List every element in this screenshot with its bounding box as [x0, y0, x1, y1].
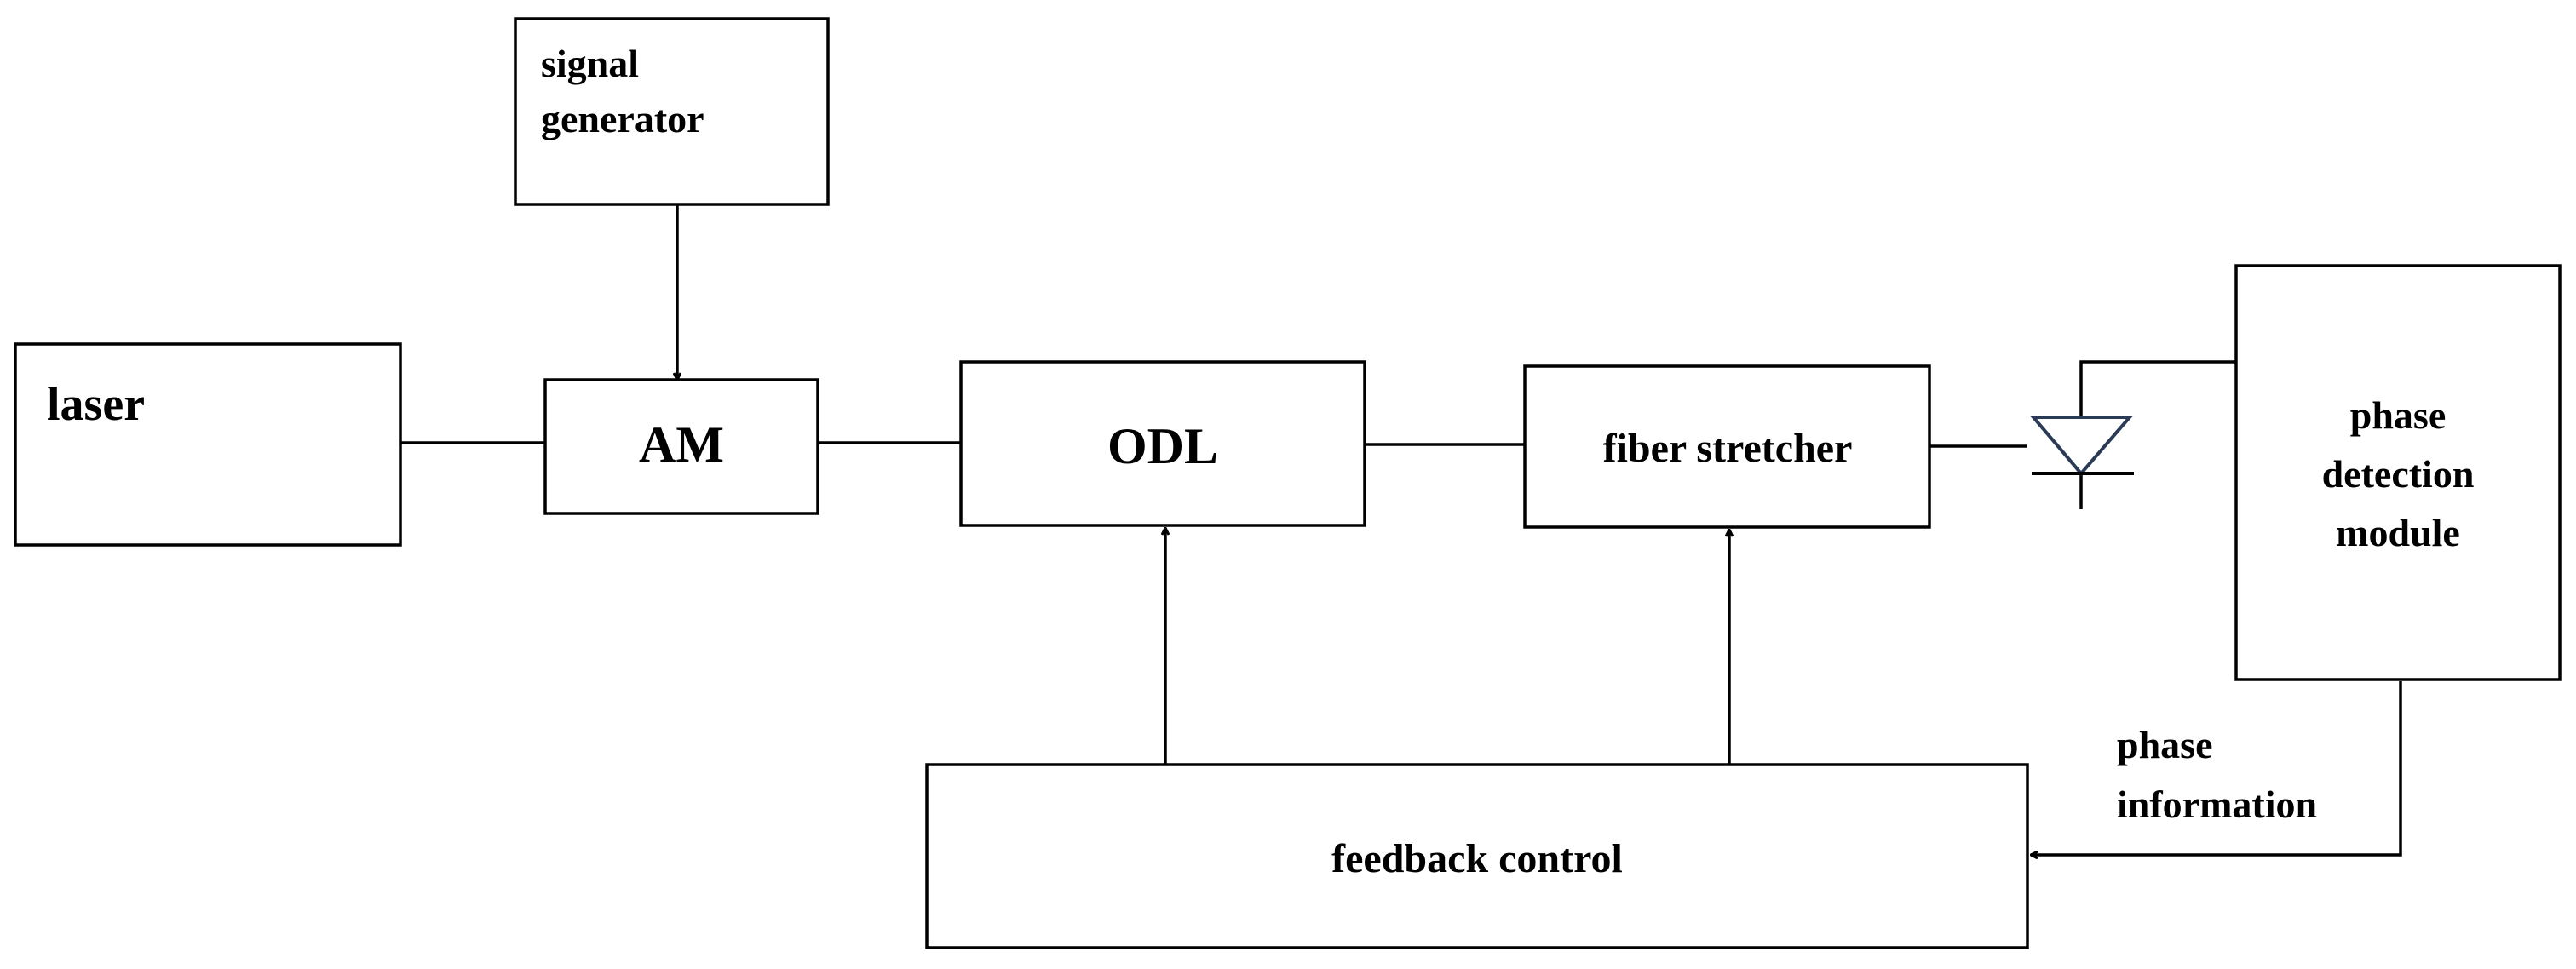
phase-information-annotation: phase information — [2117, 723, 2317, 826]
phase-detection-label-line3: module — [2336, 511, 2460, 554]
block-feedback-control: feedback control — [925, 763, 2029, 949]
block-laser: laser — [14, 342, 402, 547]
photodiode — [2029, 416, 2134, 477]
block-phase-detection-module: phase detection module — [2234, 264, 2562, 681]
feedback-control-label: feedback control — [1331, 836, 1623, 881]
block-fiber-stretcher: fiber stretcher — [1523, 364, 1931, 529]
block-odl: ODL — [959, 360, 1366, 527]
block-am: AM — [543, 378, 819, 515]
phase-detection-label-line2: detection — [2322, 452, 2475, 496]
phase-detection-label-line1: phase — [2350, 393, 2446, 437]
phase-information-label-line1: phase — [2117, 723, 2212, 766]
connections — [400, 360, 2236, 509]
phase-information-label-line2: information — [2117, 783, 2317, 826]
phase-information-arrow — [2031, 681, 2402, 855]
block-signal-generator: signal generator — [514, 17, 830, 206]
fiber-stretcher-label: fiber stretcher — [1603, 426, 1853, 471]
photodiode-icon — [2029, 416, 2134, 477]
photodiode-to-module-line — [2079, 360, 2236, 417]
am-label: AM — [639, 416, 724, 473]
arrows — [677, 204, 2402, 855]
signal-generator-label-line1: signal — [541, 42, 639, 85]
odl-label: ODL — [1107, 418, 1218, 474]
laser-label: laser — [47, 378, 145, 431]
signal-generator-label-line2: generator — [541, 97, 704, 140]
